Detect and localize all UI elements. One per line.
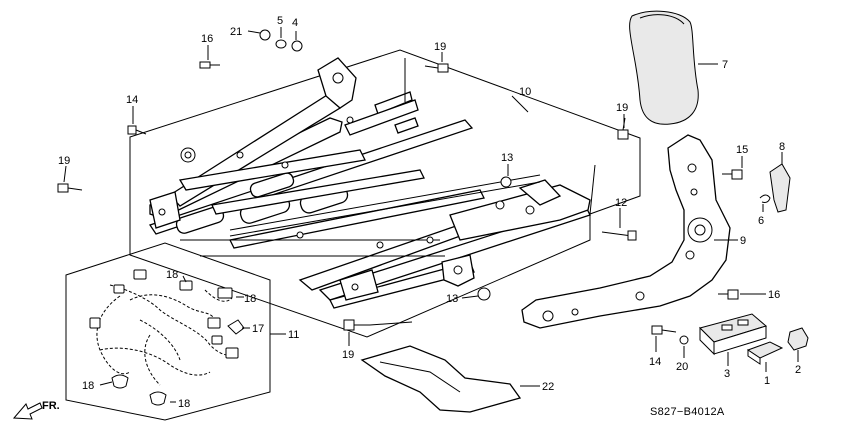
callout-18-a: 18 [166, 269, 178, 281]
callout-20: 20 [676, 361, 688, 373]
callout-9: 9 [740, 235, 746, 247]
callout-16-right: 16 [768, 289, 780, 301]
front-direction-arrow: FR. [12, 400, 60, 420]
callout-13-lower: 13 [446, 293, 458, 305]
callout-19-right: 19 [616, 102, 628, 114]
callout-1: 1 [764, 375, 770, 387]
leader-lines [63, 27, 799, 403]
diagram-code: S827−B4012A [650, 406, 725, 418]
callout-4: 4 [292, 17, 298, 29]
callout-labels: 1 2 3 4 5 6 7 8 9 10 11 12 13 13 14 14 1… [58, 15, 801, 410]
callout-10: 10 [519, 86, 531, 98]
callout-19-lower: 19 [342, 349, 354, 361]
lever-knob [759, 163, 791, 213]
hardware-bolts [57, 29, 743, 345]
wire-harness [89, 269, 245, 406]
callout-13-upper: 13 [501, 152, 513, 164]
callout-19-left: 19 [58, 155, 70, 167]
callout-21: 21 [230, 26, 242, 38]
switch-knob-1 [746, 341, 784, 365]
callout-18-b: 18 [244, 293, 256, 305]
callout-5: 5 [277, 15, 283, 27]
callout-22: 22 [542, 381, 554, 393]
callout-8: 8 [779, 141, 785, 153]
switch-knob-2 [787, 327, 809, 351]
headrest [629, 10, 699, 125]
callout-11: 11 [288, 329, 299, 341]
callout-3: 3 [724, 368, 730, 380]
callout-12: 12 [615, 197, 627, 209]
callout-6: 6 [758, 215, 764, 227]
wire-harness-boundary [65, 242, 271, 421]
seat-tray [360, 345, 522, 413]
direction-label: FR. [42, 400, 60, 412]
callout-7: 7 [722, 59, 728, 71]
seat-adjuster-frame [148, 57, 591, 309]
callout-14-right: 14 [649, 356, 661, 368]
callout-15: 15 [736, 144, 748, 156]
seat-switch [699, 313, 768, 356]
recliner-bracket [521, 134, 731, 329]
callout-18-c: 18 [82, 380, 94, 392]
callout-19-top: 19 [434, 41, 446, 53]
callout-14-left: 14 [126, 94, 138, 106]
callout-16-top: 16 [201, 33, 213, 45]
callout-17: 17 [252, 323, 264, 335]
callout-2: 2 [795, 364, 801, 376]
callout-18-d: 18 [178, 398, 190, 410]
